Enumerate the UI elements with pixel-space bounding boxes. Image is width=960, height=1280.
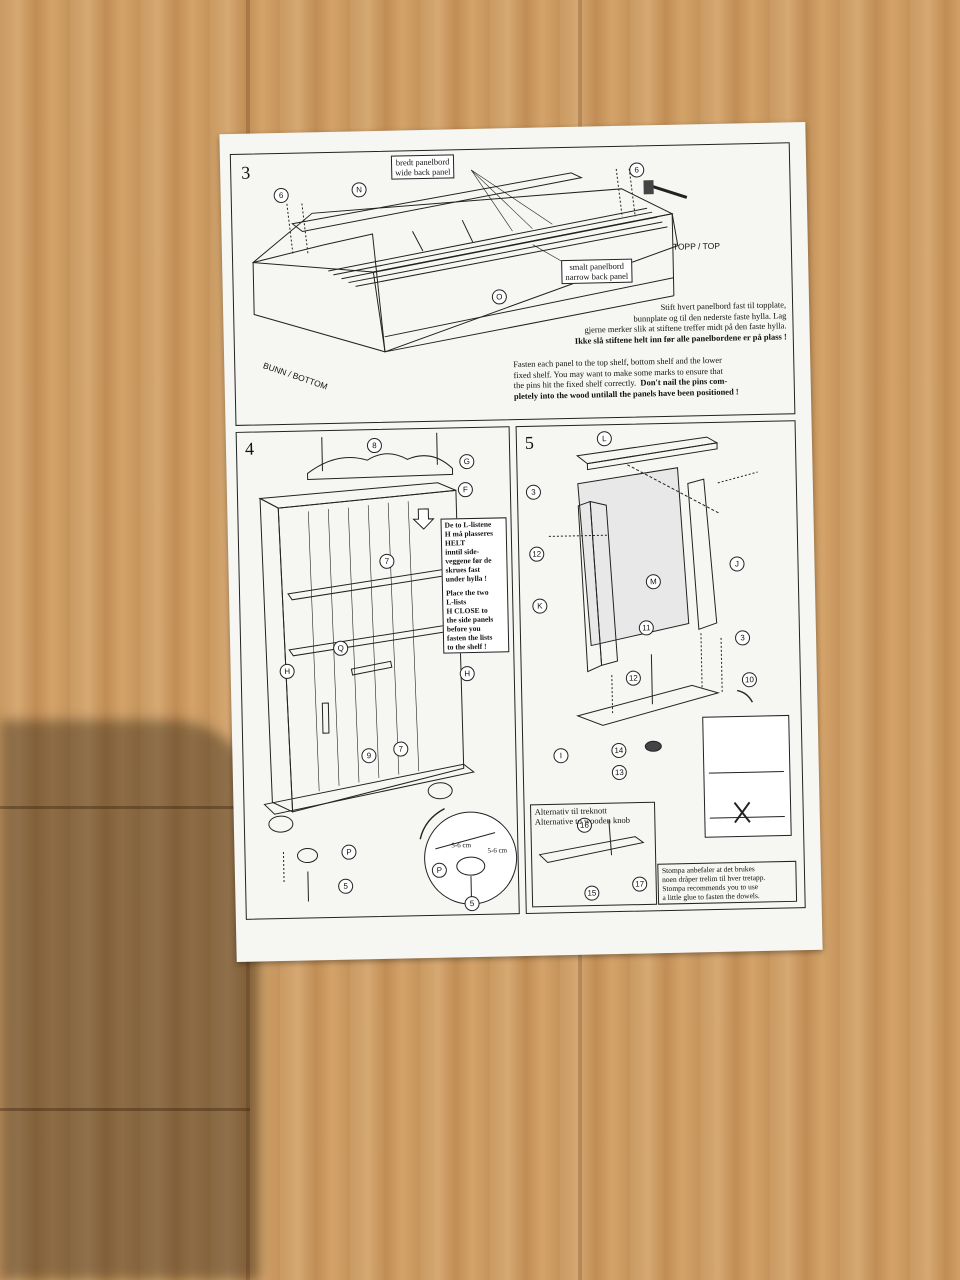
narrow-panel-label: smalt panelbord narrow back panel [561, 258, 633, 285]
alternative-knob-title: Alternativ til treknott Alternative to w… [535, 804, 655, 827]
instruction-sheet: 3 [219, 121, 823, 963]
phone-shadow [0, 720, 260, 1280]
wide-panel-label-en: wide back panel [395, 166, 451, 178]
l-list-note-line-14: to the shelf ! [447, 641, 487, 652]
step-3-text-en-line-3b: Don't nail the pins com- [640, 375, 728, 388]
dimension-label: 5-6 cm [487, 846, 508, 855]
dimension-label: 5-6 cm [451, 841, 472, 850]
step-5-panel: 5 [515, 420, 806, 914]
top-label: TOPP / TOP [672, 240, 721, 252]
step-3-panel: 3 [229, 142, 796, 426]
step-3-text-en: Fasten each panel to the top shelf, bott… [513, 353, 788, 401]
step-3-drawing [251, 168, 688, 353]
narrow-panel-label-en: narrow back panel [565, 270, 629, 283]
step-5-drawing [529, 436, 798, 908]
step-4-panel: 4 [235, 426, 520, 920]
step-3-text-no: Stift hvert panelbord fast til topplate,… [524, 299, 787, 346]
l-list-note: De to L-listene H må plasseres HELT innt… [440, 517, 510, 654]
wide-panel-label: bredt panelbord wide back panel [390, 154, 455, 180]
glue-note: Stompa anbefaler at det brukes noen dråp… [662, 863, 797, 902]
floor-plank-seam [0, 806, 250, 809]
floor-plank-seam [0, 1108, 250, 1111]
